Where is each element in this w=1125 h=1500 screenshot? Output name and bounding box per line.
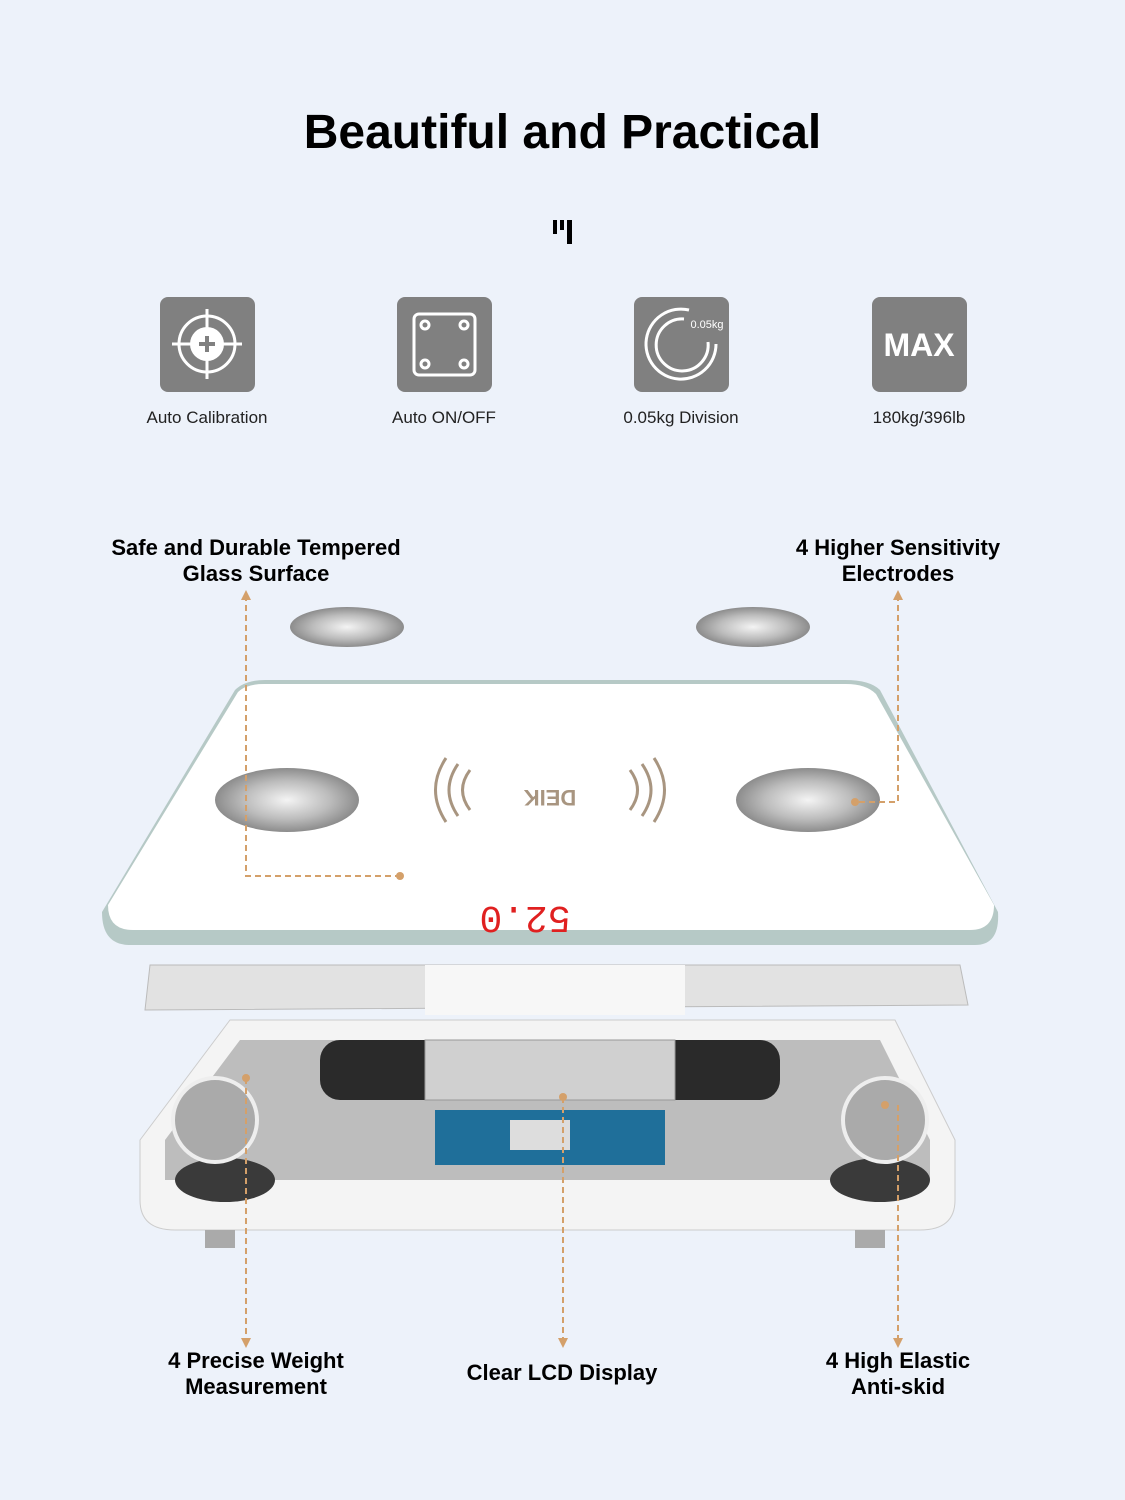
- scale-frame: [144, 964, 969, 1015]
- callout-line: Measurement: [185, 1374, 327, 1399]
- page-title: Beautiful and Practical: [303, 106, 822, 159]
- callout-line: Clear LCD Display: [466, 1360, 658, 1385]
- electrode-front-right: [736, 768, 880, 832]
- exploded-scale-illustration: DEIK 52.0: [102, 590, 999, 1348]
- feature-max-load: MAX 180kg/396lb: [819, 297, 1019, 428]
- callout-antiskid: 4 High Elastic Anti-skid: [738, 1348, 1058, 1400]
- callout-line: Safe and Durable Tempered: [111, 535, 401, 560]
- glass-top-plate: DEIK 52.0: [102, 680, 999, 945]
- brand-logo: DEIK: [524, 785, 577, 810]
- callout-lcd: Clear LCD Display: [402, 1360, 722, 1386]
- scale-base: [139, 1019, 956, 1248]
- callout-weight: 4 Precise Weight Measurement: [96, 1348, 416, 1400]
- feature-label: 0.05kg Division: [623, 408, 739, 427]
- callout-lines: [245, 595, 899, 1340]
- callout-electrodes: 4 Higher Sensitivity Electrodes: [718, 535, 1078, 587]
- max-icon: MAX: [871, 297, 967, 392]
- plate-icon: [396, 297, 492, 392]
- dial-icon: 0.05kg: [633, 297, 729, 392]
- callout-line: 4 Precise Weight: [168, 1348, 344, 1373]
- wireless-icon: [434, 757, 666, 823]
- electrode-back-left: [290, 607, 404, 647]
- feature-auto-calibration: Auto Calibration: [107, 297, 307, 428]
- feature-auto-on-off: Auto ON/OFF: [344, 297, 544, 428]
- callout-glass: Safe and Durable Tempered Glass Surface: [56, 535, 456, 587]
- callout-line: Anti-skid: [850, 1374, 946, 1399]
- feature-label: Auto ON/OFF: [392, 408, 496, 427]
- brand-logo-icon: [553, 220, 572, 244]
- callout-line: 4 Higher Sensitivity: [795, 535, 1001, 560]
- electrode-back-right: [696, 607, 810, 647]
- weight-display: 52.0: [479, 895, 570, 938]
- feature-division: 0.05kg 0.05kg Division: [581, 297, 781, 428]
- callout-line: Electrodes: [841, 561, 955, 586]
- callout-line: 4 High Elastic: [825, 1348, 971, 1373]
- callout-line: Glass Surface: [182, 561, 330, 586]
- dial-text: 0.05kg: [690, 319, 724, 331]
- feature-label: Auto Calibration: [146, 408, 268, 427]
- crosshair-icon: [159, 297, 255, 392]
- feature-label: 180kg/396lb: [872, 408, 966, 427]
- electrode-front-left: [215, 768, 359, 832]
